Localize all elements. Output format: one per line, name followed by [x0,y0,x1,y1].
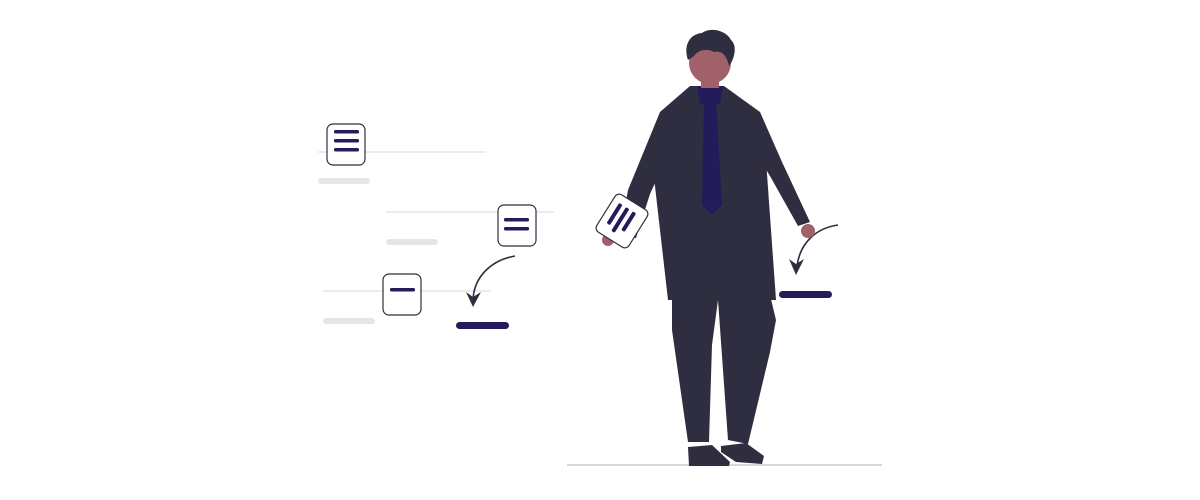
hair [686,29,735,66]
placeholder-bar [386,239,438,245]
landing-bar [779,291,832,298]
head [689,42,731,84]
document-one-line-icon [382,273,422,316]
necktie [702,100,722,215]
step-card-group-2 [386,204,554,247]
left-shoe [688,445,730,466]
document-icon [595,193,649,249]
curved-arrow-icon [466,255,516,307]
placeholder-bar [318,178,370,184]
shirt-collar [697,86,723,104]
placeholder-bar [323,318,375,324]
trousers [672,270,776,444]
right-shoe [721,443,764,464]
step-card-group-3 [323,273,491,324]
right-hand [801,224,815,238]
landing-bar [456,322,509,329]
right-arm [748,112,810,226]
step-card-group-1 [318,123,486,184]
person-figure [595,29,815,466]
document-two-lines-icon [497,204,537,247]
document-three-lines-icon [326,123,366,166]
curved-arrow-icon [789,224,839,275]
